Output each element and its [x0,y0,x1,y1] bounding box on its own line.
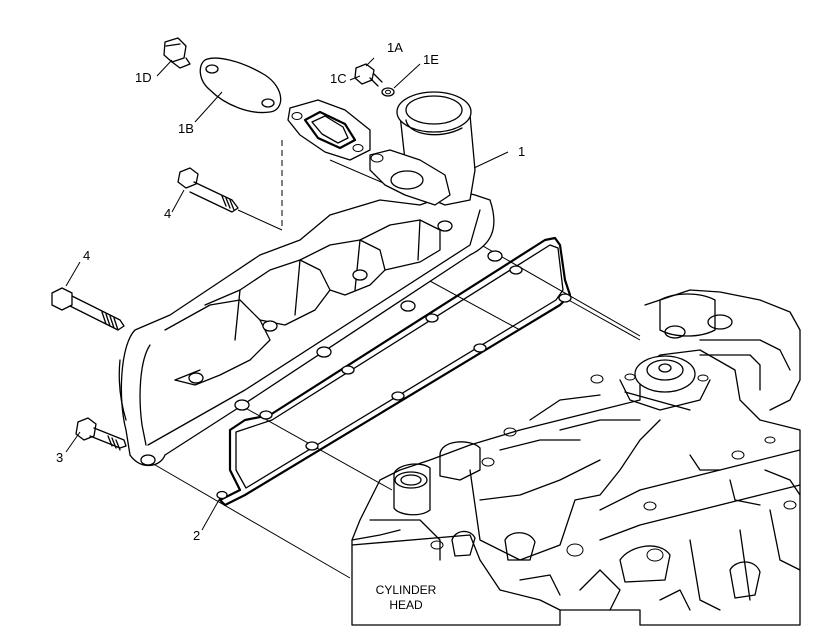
exhaust-manifold [118,91,503,467]
outlet-gasket [287,99,371,161]
cover-plate-1b [199,57,282,114]
callout-4-upper: 4 [164,206,171,221]
bolt-3 [75,417,127,451]
callout-1: 1 [518,144,525,159]
cylinder-head-assembly [351,289,801,626]
callout-1e: 1E [423,52,439,67]
bolt-4-upper [177,167,239,213]
callout-4-left: 4 [83,248,90,263]
manifold-gasket [216,236,572,507]
callout-2: 2 [193,528,200,543]
callout-labels: 1D 1B 1A 1C 1E 1 4 4 3 2 [56,40,525,543]
cylinder-head-label-line2: HEAD [389,598,423,612]
washer-1e [381,87,395,97]
cylinder-head-label-line1: CYLINDER [376,583,437,597]
bolt-4-left [51,287,125,331]
callout-1c: 1C [330,71,347,86]
callout-1d: 1D [135,70,152,85]
callout-1a: 1A [387,40,403,55]
cylinder-head-label: CYLINDER HEAD [376,583,437,612]
bolt-1d [163,37,191,69]
callout-1b: 1B [178,121,194,136]
callout-3: 3 [56,450,63,465]
bolt-1c [354,63,383,87]
leader-lines [65,57,509,531]
